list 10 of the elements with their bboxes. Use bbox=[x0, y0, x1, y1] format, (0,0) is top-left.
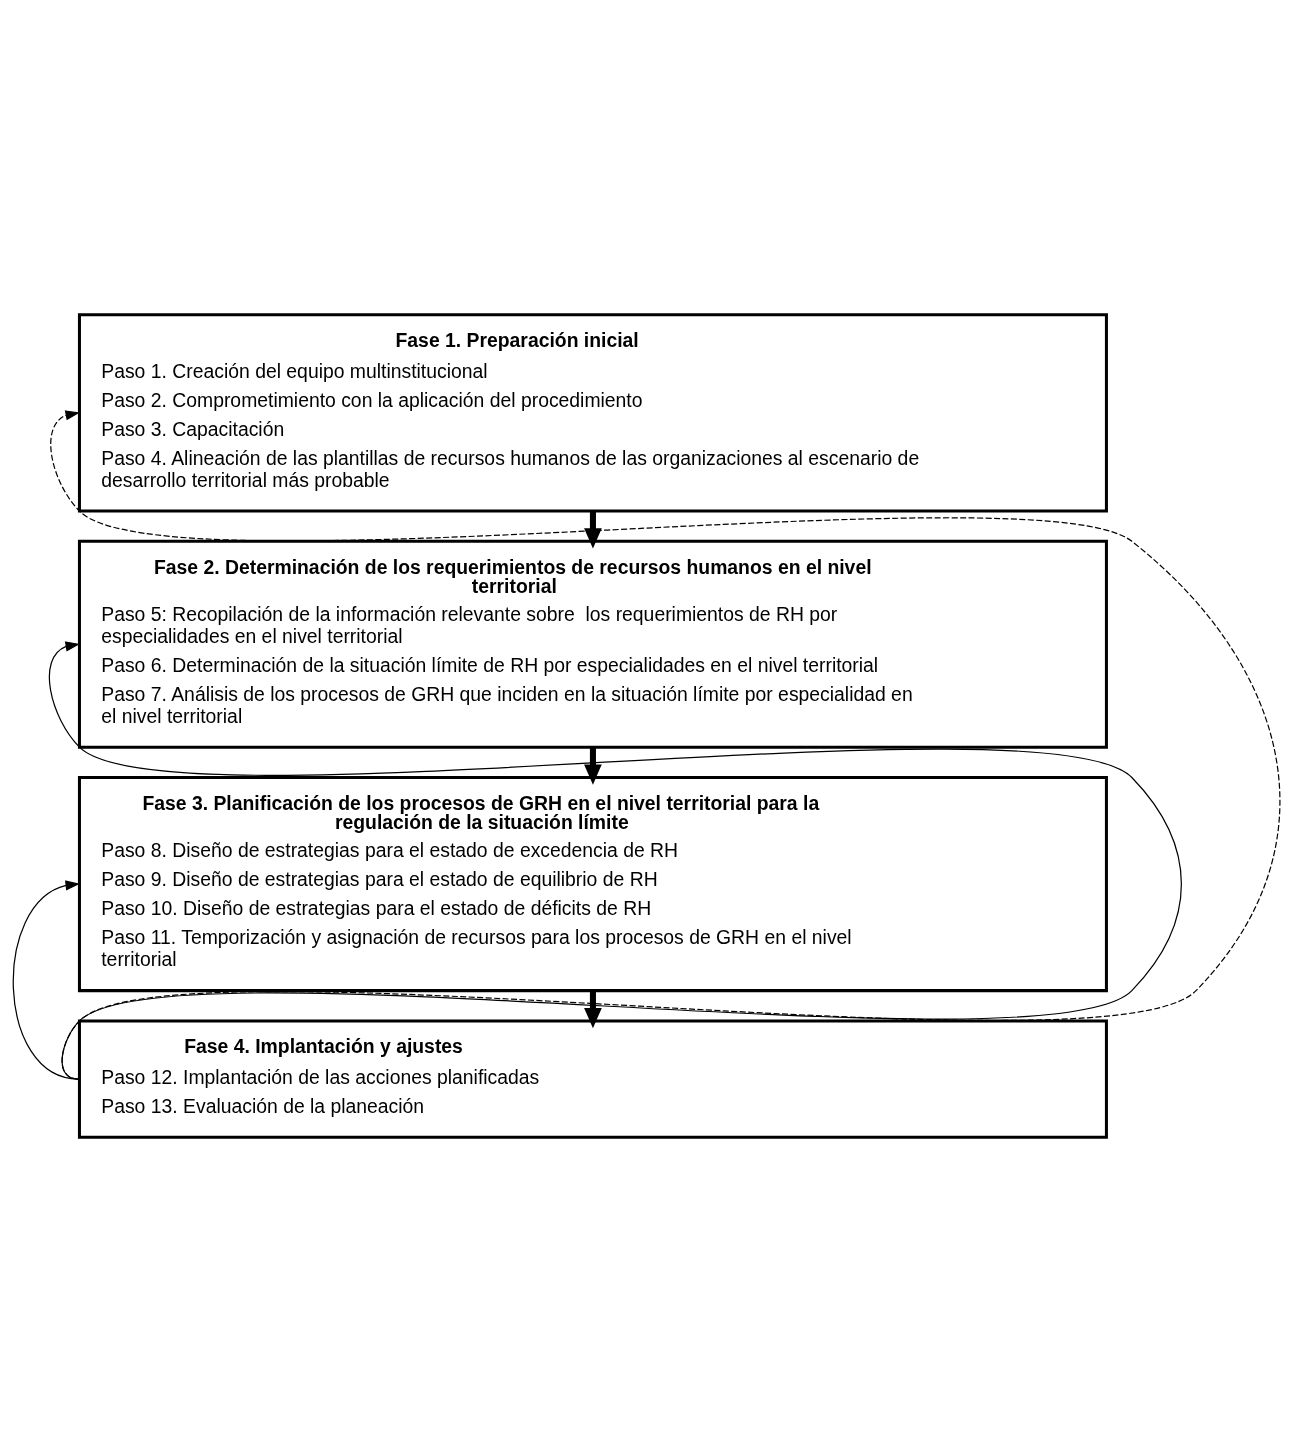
arrow bbox=[584, 747, 602, 785]
node-box: Fase 1. Preparación inicial Paso 1. Creación del equipo multinstitucional Paso 2. Comprometimiento con la aplicación del procedimiento Paso 3. Capacitación Paso 4. Alineación de las plantillas de recursos humanos de las organizaciones al escenario de desarrollo territorial más probable bbox=[77, 313, 1108, 513]
arrow bbox=[48, 641, 1182, 1080]
arrow bbox=[584, 991, 602, 1029]
node-box: Fase 3. Planificación de los procesos de GRH en el nivel territorial para la regulación de la situación límite Paso 8. Diseño de estrategias para el estado de excedencia de RH Paso 9. Diseño de estrategias para el estado de equilibrio de RH Paso 10. Diseño de estrategias para el estado de déficits de RH Paso 11. Temporización y asignación de recursos para los procesos de GRH en el nivel territorial bbox=[77, 775, 1108, 993]
arrow bbox=[50, 410, 1281, 1080]
arrow bbox=[12, 880, 81, 1080]
arrow bbox=[584, 511, 602, 549]
node-box: Fase 2. Determinación de los requerimientos de recursos humanos en el nivel territorial Paso 5: Recopilación de la información relevante sobre los requerimientos de RH por especialidades en el nivel territorial Paso 6. Determinación de la situación límite de RH por especialidades en el nivel territorial Paso 7. Análisis de los procesos de GRH que inciden en la situación límite por especialidad en el nivel territorial bbox=[77, 539, 1108, 749]
node-box: Fase 4. Implantación y ajustes Paso 12. Implantación de las acciones planificadas Paso 13. Evaluación de la planeación bbox=[77, 1019, 1108, 1139]
